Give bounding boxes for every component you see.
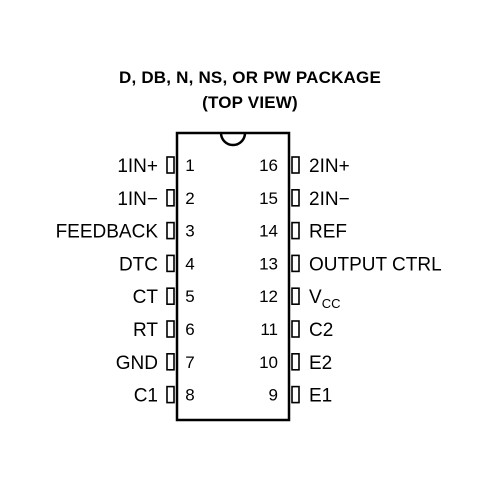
pin-label: VCC: [309, 287, 340, 311]
pin-label: FEEDBACK: [56, 222, 159, 243]
pin-label: E1: [309, 386, 332, 407]
pin-label: E2: [309, 353, 332, 374]
pin-label-text: C2: [309, 320, 333, 341]
pin-number: 4: [185, 254, 194, 273]
pin-label: 1IN+: [117, 156, 158, 177]
pin-8-lead: [166, 385, 175, 404]
pin-label: C1: [134, 386, 158, 407]
pin-label-text: 2IN−: [309, 189, 350, 210]
pin-label-text: V: [309, 287, 322, 308]
pin-number: 2: [185, 189, 194, 208]
pin-label: REF: [309, 222, 347, 243]
pin-3-lead: [166, 221, 175, 240]
pin-12-lead: [291, 287, 300, 306]
pin-5-lead: [166, 287, 175, 306]
pin-number: 13: [259, 254, 278, 273]
pin-label: 1IN−: [117, 189, 158, 210]
pin-9-lead: [291, 385, 300, 404]
pin-label: 2IN+: [309, 156, 350, 177]
pin-number: 3: [185, 222, 194, 241]
package-title: D, DB, N, NS, OR PW PACKAGE: [119, 68, 381, 87]
pin-number: 11: [260, 320, 278, 339]
pin-label-text: REF: [309, 222, 347, 243]
pin-number: 5: [185, 287, 194, 306]
pin-number: 12: [259, 287, 278, 306]
pin-label: OUTPUT CTRL: [309, 254, 442, 275]
pin-10-lead: [291, 352, 300, 371]
pin-number: 15: [259, 189, 278, 208]
pin-number: 1: [185, 156, 194, 175]
pin-number: 9: [269, 386, 278, 405]
pin-16-lead: [291, 156, 300, 174]
pin-label-subscript: CC: [322, 296, 341, 311]
pin1-notch: [219, 132, 247, 147]
pin-14-lead: [291, 221, 300, 240]
pin-number: 6: [185, 320, 194, 339]
pin-number: 14: [259, 222, 278, 241]
view-subtitle: (TOP VIEW): [202, 93, 298, 112]
pin-label: GND: [116, 353, 158, 374]
pin-label-text: E1: [309, 386, 332, 407]
pin-number: 16: [259, 156, 278, 175]
pin-13-lead: [291, 254, 300, 273]
pin-6-lead: [166, 320, 175, 338]
pin-11-lead: [291, 320, 300, 338]
pin-label-text: 2IN+: [309, 156, 350, 177]
right-pins: 16 2IN+ 15 2IN− 14 REF 13 OUTPUT CTRL 12 VCC 11 C2 1…: [259, 156, 442, 407]
pin-label-text: E2: [309, 353, 332, 374]
pin-1-lead: [166, 156, 175, 174]
pin-15-lead: [291, 189, 300, 207]
pin-label: DTC: [119, 254, 158, 275]
pin-7-lead: [166, 352, 175, 371]
pin-number: 10: [259, 353, 278, 372]
chip-body: [175, 131, 291, 422]
pin-2-lead: [166, 189, 175, 207]
pin-label: C2: [309, 320, 333, 341]
pin-label: RT: [133, 320, 158, 341]
pin-label-text: OUTPUT CTRL: [309, 254, 442, 275]
pin-4-lead: [166, 254, 175, 273]
pin-label: CT: [133, 287, 159, 308]
pin-number: 7: [185, 353, 194, 372]
pin-label: 2IN−: [309, 189, 350, 210]
chip-outline: [175, 131, 291, 422]
pin-number: 8: [185, 386, 194, 405]
left-pins: 1 1IN+ 2 1IN− 3 FEEDBACK 4 DTC 5 CT 6 RT 7 GND 8 C1: [56, 156, 195, 407]
